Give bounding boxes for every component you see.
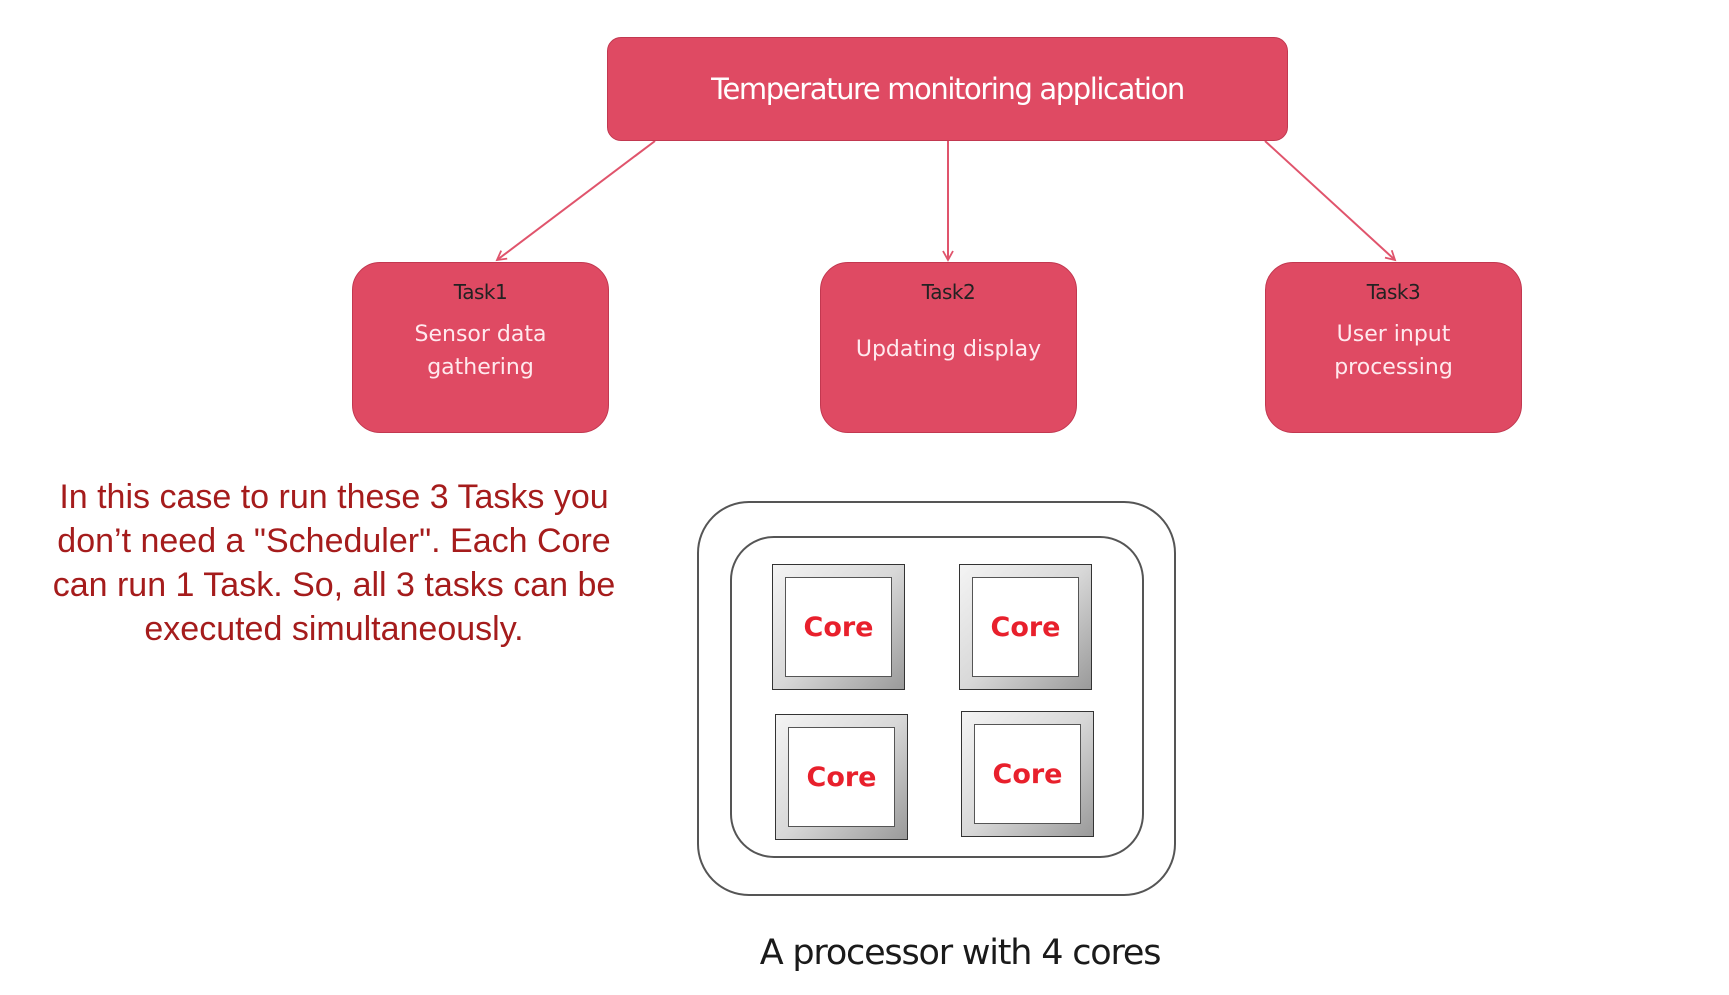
core-3: Core [775, 714, 908, 840]
task1-title: Task1 [453, 280, 508, 304]
arrow-to-task3 [1264, 140, 1397, 262]
task3-description-line: User input [1336, 322, 1451, 347]
task1-description-line: Sensor data [414, 322, 547, 347]
core-4: Core [961, 711, 1094, 837]
task2-title: Task2 [921, 280, 976, 304]
application-box: Temperature monitoring application [607, 37, 1288, 141]
core-face: Core [974, 724, 1081, 824]
note-line: don’t need a "Scheduler". Each Core [57, 522, 611, 560]
core-label: Core [990, 611, 1061, 643]
core-face: Core [785, 577, 892, 677]
processor-caption: A processor with 4 cores [759, 933, 1162, 973]
task3-box: Task3 User input processing [1265, 262, 1522, 433]
core-label: Core [992, 758, 1063, 790]
task2-box: Task2 Updating display [820, 262, 1077, 433]
task1-box: Task1 Sensor data gathering [352, 262, 609, 433]
core-face: Core [788, 727, 895, 827]
note-line: executed simultaneously. [144, 610, 524, 648]
explanation-note: In this case to run these 3 Tasks you do… [0, 475, 668, 651]
task2-description-line: Updating display [855, 337, 1042, 362]
arrow-to-task1 [495, 140, 656, 262]
task3-description-line: processing [1334, 355, 1453, 380]
task3-title: Task3 [1366, 280, 1421, 304]
core-1: Core [772, 564, 905, 690]
task1-description: Sensor data gathering [353, 318, 608, 384]
core-face: Core [972, 577, 1079, 677]
core-label: Core [803, 611, 874, 643]
application-title: Temperature monitoring application [711, 72, 1185, 106]
core-2: Core [959, 564, 1092, 690]
note-line: can run 1 Task. So, all 3 tasks can be [52, 566, 616, 604]
note-line: In this case to run these 3 Tasks you [59, 478, 609, 516]
task1-description-line: gathering [427, 355, 534, 380]
task2-description: Updating display [821, 333, 1076, 366]
core-label: Core [806, 761, 877, 793]
task3-description: User input processing [1266, 318, 1521, 384]
